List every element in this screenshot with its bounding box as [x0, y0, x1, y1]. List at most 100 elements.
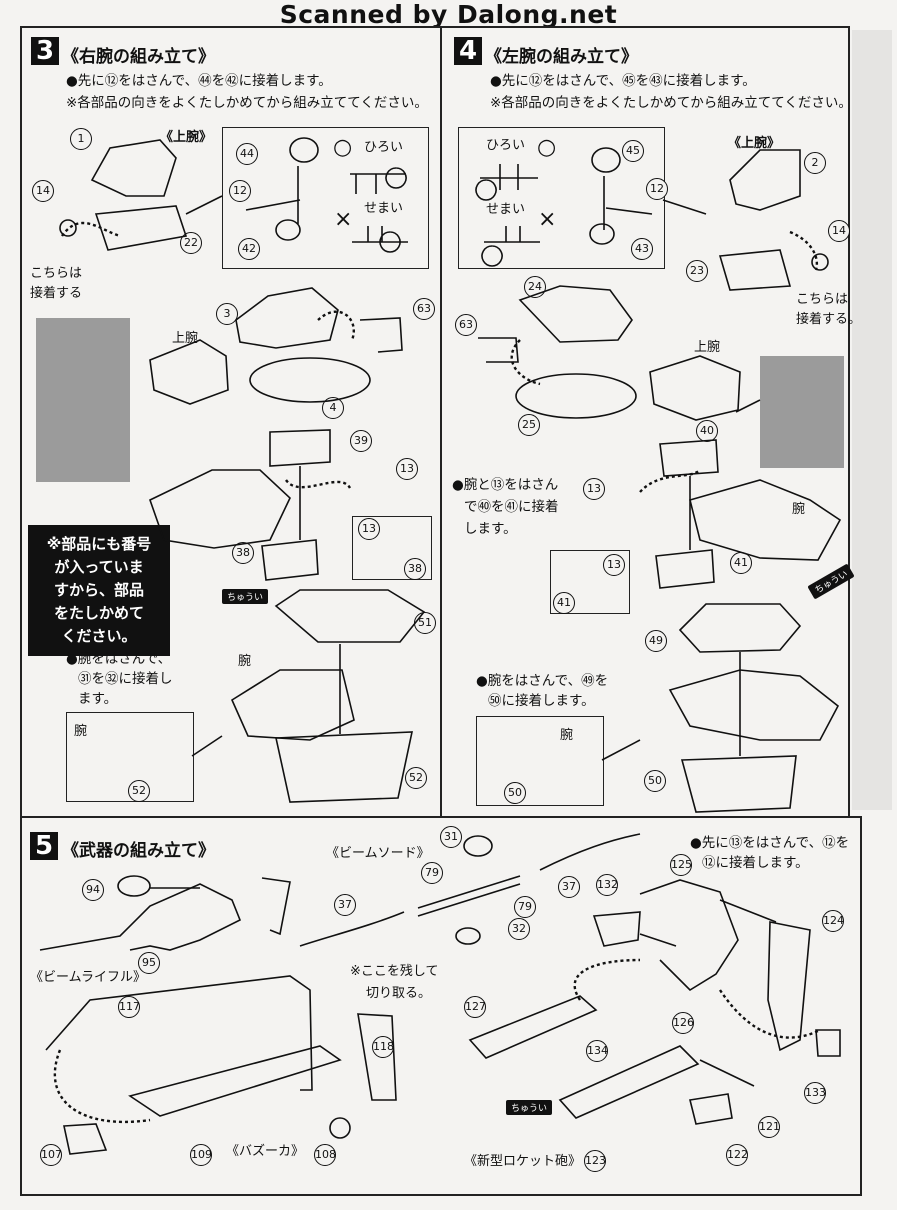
beam-saber-blade	[299, 911, 405, 947]
part-43: 43	[631, 238, 653, 260]
step3-arm-inset-callout	[191, 735, 223, 757]
step4-forearm-path	[639, 469, 701, 493]
step4-inset-narrow-part	[481, 226, 540, 267]
bazooka-part-108	[329, 1117, 351, 1139]
part-125: 125	[670, 854, 692, 876]
part-49: 49	[645, 630, 667, 652]
step4-shoulder-path	[510, 339, 541, 386]
bazooka-barrel	[128, 1045, 342, 1117]
step3-instruction-1: ●先に⑫をはさんで、㊹を㊷に接着します。	[66, 73, 332, 89]
step4-arm-inset-label: 腕	[560, 728, 574, 743]
part-1: 1	[70, 128, 92, 150]
step4-instruction-1: ●先に⑫をはさんで、㊺を㊸に接着します。	[490, 73, 756, 89]
part-38: 38	[232, 542, 254, 564]
parts-note-line-3: すから、部品	[53, 581, 144, 599]
part-38-inset: 38	[404, 558, 426, 580]
part-37-b: 37	[334, 894, 356, 916]
beam-saber-label: 《ビームソード》	[326, 846, 430, 861]
rocket-arrow-1	[719, 899, 777, 923]
part-95: 95	[138, 952, 160, 974]
step3-part-63	[359, 317, 403, 353]
step4-instruction-2: ※各部品の向きをよくたしかめてから組み立ててください。	[490, 95, 852, 111]
rocket-note-2: ⑫に接着します。	[702, 855, 809, 871]
part-50-inset: 50	[504, 782, 526, 804]
rocket-part-121	[689, 1093, 733, 1125]
bazooka-fin	[357, 1013, 397, 1101]
parts-note-line-2: が入っていま	[54, 558, 144, 576]
step3-part-52	[275, 731, 413, 803]
step4-part-40	[659, 439, 719, 477]
step5-title: 《武器の組み立て》	[62, 841, 215, 861]
step3-shoulder-path	[317, 310, 355, 341]
saber-part-31	[463, 835, 493, 857]
rocket-arrow-3	[699, 1059, 755, 1087]
step4-joint-14	[811, 253, 829, 271]
part-123: 123	[584, 1150, 606, 1172]
step4-upper-arm-label: 上腕	[694, 340, 721, 355]
rocket-part-133	[815, 1029, 841, 1057]
part-39: 39	[350, 430, 372, 452]
scan-credit: Scanned by Dalong.net	[279, 0, 618, 29]
step4-inset-callout	[662, 199, 707, 215]
step4-inset-joint	[589, 147, 653, 245]
bazooka-frame	[45, 975, 313, 1091]
step4-upper-arm-side	[649, 355, 741, 421]
step3-glue-note-2: 接着する	[30, 286, 83, 301]
step3-part-51	[274, 589, 426, 643]
part-126: 126	[672, 1012, 694, 1034]
step4-part-50	[680, 755, 797, 813]
step4-upper-arm-base	[718, 249, 792, 291]
step3-inset-callout	[185, 195, 223, 215]
step4-grey-preview	[760, 356, 844, 468]
step3-glue-note-1: こちらは	[30, 266, 83, 281]
part-13-l: 13	[583, 478, 605, 500]
step4-arm-inset	[476, 716, 604, 806]
part-107: 107	[40, 1144, 62, 1166]
step4-ok-mark: ○	[537, 135, 557, 160]
part-79-b: 79	[514, 896, 536, 918]
step4-upper-arm-title: 《上腕》	[728, 136, 781, 151]
part-13-r: 13	[396, 458, 418, 480]
step3-forearm-2	[230, 669, 355, 741]
rocket-path	[573, 958, 641, 1001]
rocket-path-2	[719, 989, 821, 1039]
step4-side-note-1: ●腕と⑬をはさん	[452, 477, 559, 493]
parts-note-line-5: ください。	[61, 627, 137, 645]
step3-arm-inset-label: 腕	[74, 724, 88, 739]
step4-number: 4	[454, 37, 482, 65]
part-14: 14	[32, 180, 54, 202]
step4-forearm	[689, 479, 842, 561]
part-32: 32	[508, 918, 530, 940]
step3-number: 3	[31, 37, 59, 65]
step4-arm-note-1: ●腕をはさんで、㊾を	[476, 673, 609, 689]
part-25: 25	[518, 414, 540, 436]
step4-part-63	[478, 337, 519, 363]
part-12-l: 12	[646, 178, 668, 200]
step4-part-41	[655, 549, 715, 589]
step4-side-note-3: します。	[464, 521, 517, 537]
step3-upper-arm-base	[94, 205, 188, 251]
part-79-a: 79	[421, 862, 443, 884]
step4-inset-wide-part	[475, 164, 538, 201]
step3-upper-arm-side	[149, 339, 229, 405]
step4-upper-arm-shell	[729, 149, 801, 211]
step4-title: 《左腕の組み立て》	[485, 47, 638, 67]
step3-inset-wide-part	[350, 167, 407, 194]
part-41-inset: 41	[553, 592, 575, 614]
part-94: 94	[82, 879, 104, 901]
bazooka-stand	[63, 1123, 108, 1155]
part-63-r: 63	[413, 298, 435, 320]
step3-part-39	[269, 429, 331, 467]
step3-arm-note-3: ます。	[78, 691, 118, 707]
panel-divider	[440, 26, 442, 816]
part-13-r-inset: 13	[358, 518, 380, 540]
step4-grey-callout	[735, 399, 761, 413]
parts-number-note: ※部品にも番号 が入っていま すから、部品 をたしかめて ください。	[28, 525, 170, 656]
rocket-part-132	[592, 911, 641, 947]
step4-inset-narrow: せまい	[486, 202, 526, 217]
step4-upper-arm-mid	[518, 285, 633, 343]
step4-part-49	[678, 603, 802, 653]
part-127: 127	[464, 996, 486, 1018]
